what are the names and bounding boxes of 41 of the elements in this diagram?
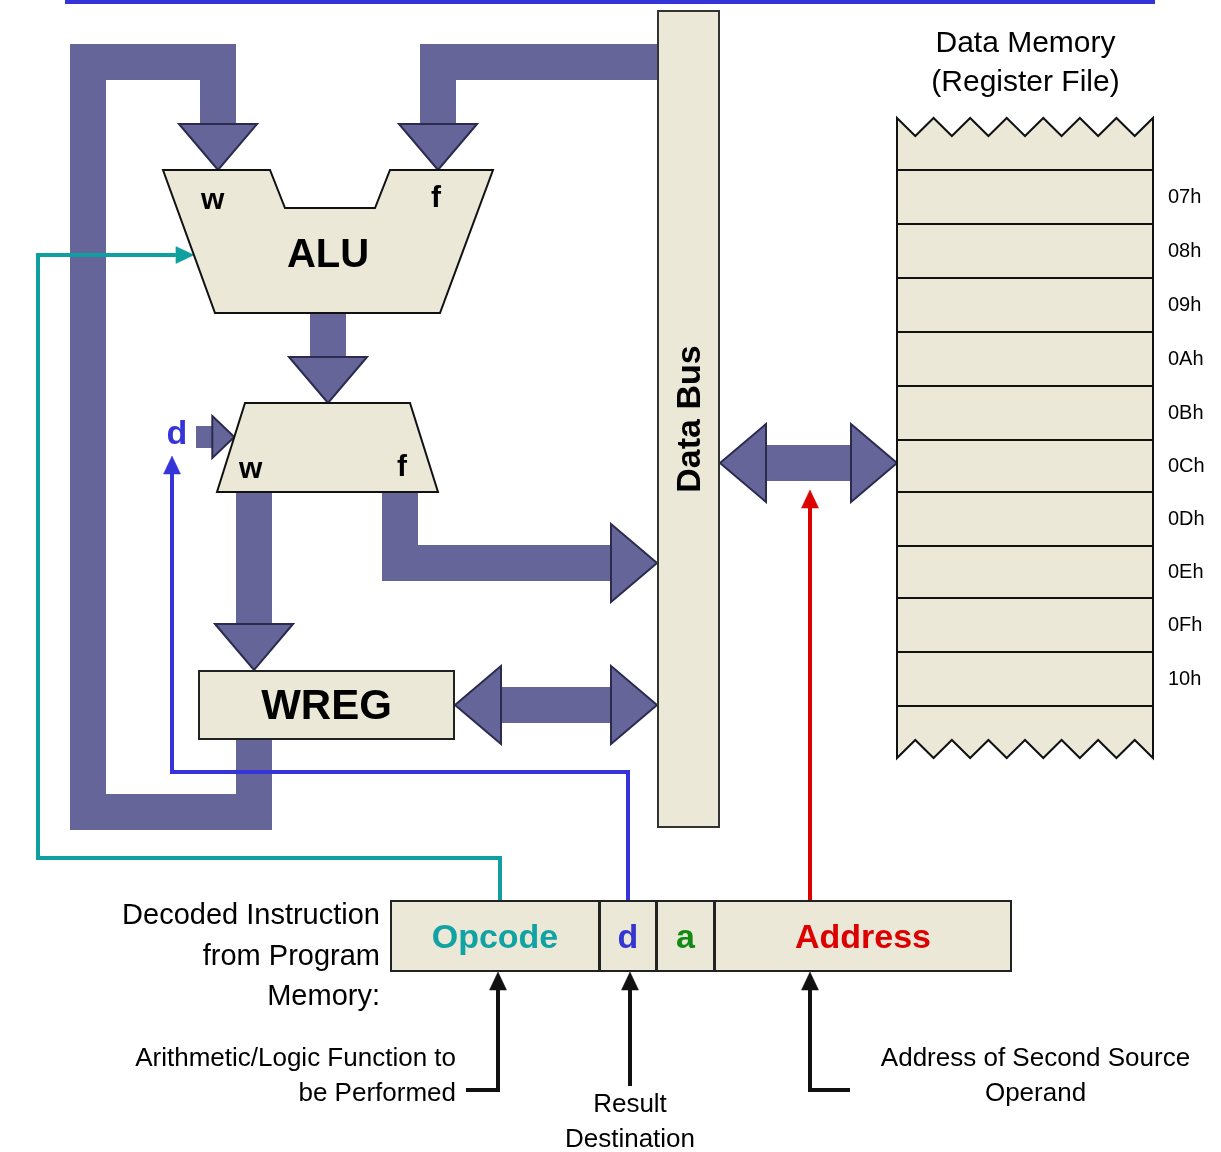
arrow bbox=[214, 492, 294, 671]
data-bus-bar bbox=[657, 10, 720, 828]
double-arrow bbox=[719, 423, 898, 503]
arrow bbox=[398, 44, 657, 171]
arrow bbox=[288, 313, 368, 404]
arrow bbox=[70, 44, 272, 830]
address-label: 10h bbox=[1168, 667, 1202, 690]
annotation-text: Arithmetic/Logic Function to be Performed bbox=[106, 1040, 466, 1116]
arrow bbox=[801, 489, 819, 900]
annotation-text: Result Destination bbox=[545, 1086, 715, 1152]
register-box: WREG bbox=[198, 670, 455, 740]
instruction-caption: Decoded Instruction from Program Memory: bbox=[121, 897, 380, 1014]
opcode-field: Opcode bbox=[390, 900, 600, 972]
port-label: f bbox=[397, 449, 407, 484]
address-label: 0Bh bbox=[1168, 401, 1204, 424]
arrow bbox=[801, 971, 850, 1092]
annotation-text: Address of Second Source Operand bbox=[850, 1040, 1221, 1116]
arrow bbox=[196, 415, 236, 459]
destination-bit-field: d bbox=[599, 900, 657, 972]
address-label: 08h bbox=[1168, 239, 1202, 262]
address-label: 0Ch bbox=[1168, 454, 1205, 477]
address-label: 0Dh bbox=[1168, 507, 1205, 530]
address-label: 0Ah bbox=[1168, 347, 1204, 370]
port-label: w bbox=[239, 451, 263, 486]
memory-title: Data Memory (Register File) bbox=[930, 24, 1121, 99]
port-label: w bbox=[201, 182, 225, 217]
address-label: 0Fh bbox=[1168, 613, 1203, 636]
double-arrow bbox=[454, 665, 658, 745]
arrow bbox=[466, 971, 507, 1092]
address-label: 09h bbox=[1168, 293, 1202, 316]
port-label: f bbox=[431, 180, 441, 215]
bus-label: Data Bus bbox=[668, 345, 708, 493]
arrow bbox=[163, 455, 630, 900]
address-label: 07h bbox=[1168, 185, 1202, 208]
arrow bbox=[621, 971, 639, 1086]
arrow bbox=[36, 246, 502, 900]
alu-label: ALU bbox=[285, 230, 371, 276]
address-field: Address bbox=[714, 900, 1012, 972]
address-label: 0Eh bbox=[1168, 560, 1204, 583]
select-label: d bbox=[158, 410, 196, 456]
access-bit-field: a bbox=[656, 900, 715, 972]
